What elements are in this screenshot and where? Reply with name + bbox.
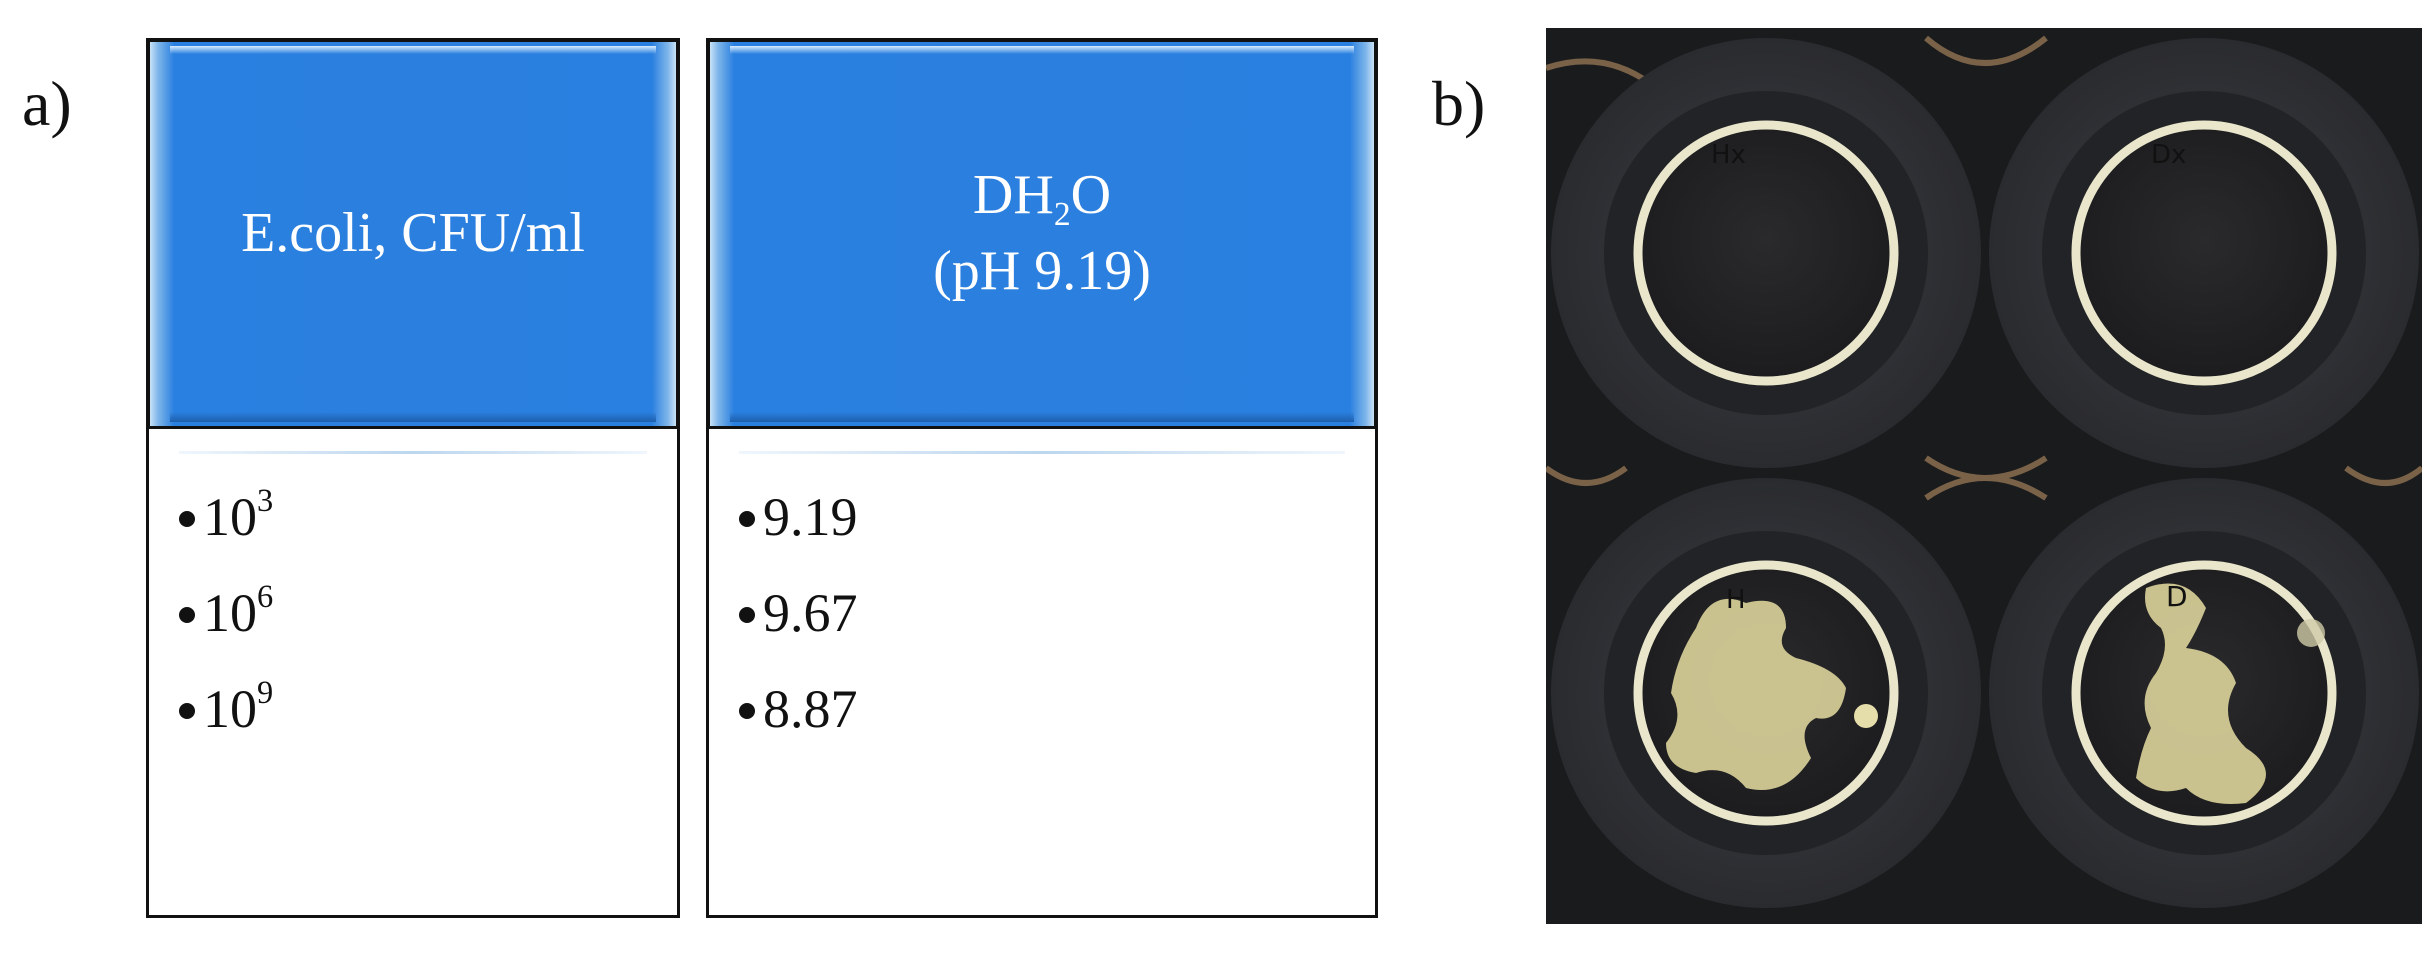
plate-holder: [1989, 38, 2419, 468]
list-item: 106: [179, 565, 273, 661]
plate-holder: [1551, 478, 1981, 908]
panel-label-b: b): [1432, 68, 1486, 139]
list-item: 103: [179, 469, 273, 565]
dh2o-header: DH2O (pH 9.19): [706, 38, 1378, 430]
ecoli-body: 103 106 109: [146, 426, 680, 918]
bullet-icon: [179, 510, 195, 527]
plate-label: Dx: [2151, 140, 2186, 170]
ecoli-header-text: E.coli, CFU/ml: [241, 202, 585, 265]
plate-label: Hx: [1711, 140, 1746, 170]
ecoli-header: E.coli, CFU/ml: [146, 38, 680, 430]
ph-list: 9.19 9.67 8.87: [739, 469, 858, 757]
dh2o-ph-card: DH2O (pH 9.19) 9.19 9.67 8.87: [706, 38, 1378, 918]
ecoli-concentration-card: E.coli, CFU/ml 103 106 109: [146, 38, 680, 918]
panel-label-a: a): [22, 68, 72, 139]
bullet-icon: [179, 606, 195, 623]
bacterial-colony: [1666, 598, 1846, 790]
bullet-icon: [179, 702, 195, 719]
petri-dish-photo: Hx Dx H D: [1546, 28, 2422, 924]
list-item: 9.19: [739, 469, 858, 565]
divider: [739, 451, 1345, 454]
bullet-icon: [739, 606, 755, 623]
bullet-icon: [739, 510, 755, 527]
dh2o-header-text: DH2O (pH 9.19): [933, 164, 1151, 302]
plate-holder: [1989, 478, 2419, 908]
dh2o-body: 9.19 9.67 8.87: [706, 426, 1378, 918]
plate-label: H: [1726, 585, 1746, 615]
list-item: 8.87: [739, 661, 858, 757]
plate-label: D: [2166, 580, 2188, 613]
bacterial-colony: [2136, 583, 2266, 804]
divider: [179, 451, 647, 454]
list-item: 9.67: [739, 565, 858, 661]
petri-dish-illustration: Hx Dx H D: [1546, 28, 2422, 924]
ecoli-list: 103 106 109: [179, 469, 273, 757]
list-item: 109: [179, 661, 273, 757]
plate-holder: [1551, 38, 1981, 468]
bullet-icon: [739, 702, 755, 719]
